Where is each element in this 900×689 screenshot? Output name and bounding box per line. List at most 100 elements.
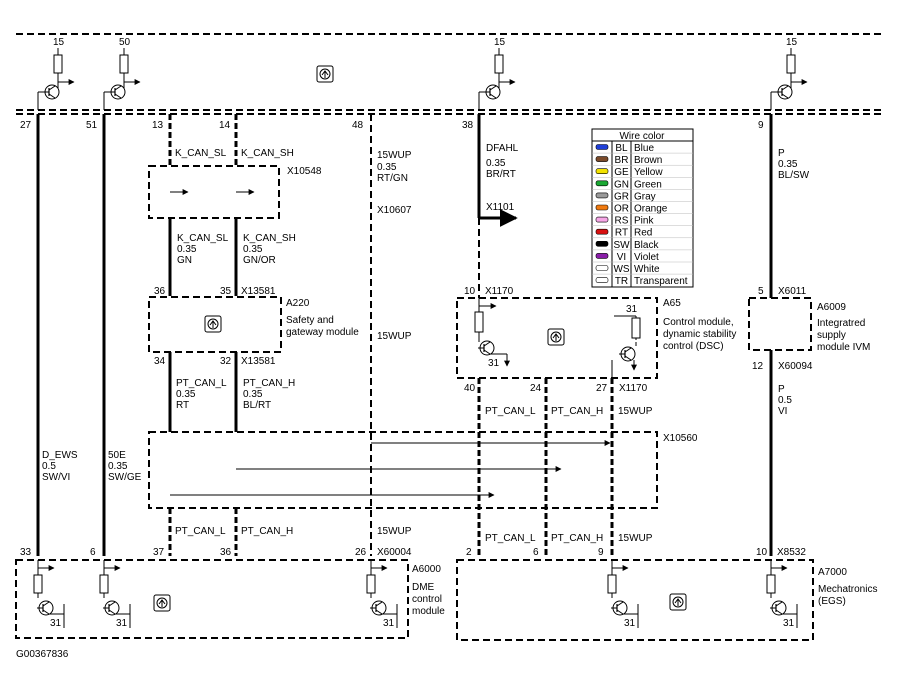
legend-name: White [634,264,660,275]
legend-swatch [595,156,609,162]
svg-text:dynamic stability: dynamic stability [663,329,736,340]
legend-swatch [595,216,609,223]
svg-text:PT_CAN_L: PT_CAN_L [485,533,536,544]
svg-text:GN/OR: GN/OR [243,255,276,266]
legend-name: Orange [634,204,668,215]
svg-text:GN: GN [177,255,192,266]
svg-text:0.35: 0.35 [778,159,798,170]
svg-text:A6009: A6009 [817,302,846,313]
svg-text:PT_CAN_H: PT_CAN_H [551,533,603,544]
svg-text:BR/RT: BR/RT [486,169,516,180]
svg-text:A220: A220 [286,298,310,309]
svg-text:supply: supply [817,330,846,341]
svg-text:PT_CAN_H: PT_CAN_H [243,378,295,389]
legend-name: Blue [634,143,654,154]
wire-dfahl [477,114,518,298]
svg-text:(EGS): (EGS) [818,596,846,607]
svg-text:31: 31 [488,358,500,369]
svg-text:15WUP: 15WUP [618,533,653,544]
bottom-pins: 33 6 37 36 26 X60004 2 6 9 10 X8532 [20,547,806,558]
svg-text:0.35: 0.35 [243,244,263,255]
svg-text:36: 36 [154,286,166,297]
svg-text:RT: RT [176,400,189,411]
svg-text:X13581: X13581 [241,356,276,367]
svg-text:X1170: X1170 [619,383,648,394]
svg-text:10: 10 [756,547,768,558]
control-unit-icon [316,65,334,83]
legend-name: Pink [634,216,654,227]
lower-bus-labels: PT_CAN_L PT_CAN_H 15WUP PT_CAN_L PT_CAN_… [175,526,653,544]
svg-text:24: 24 [530,383,542,394]
svg-text:RT/GN: RT/GN [377,173,408,184]
svg-text:35: 35 [220,286,232,297]
svg-text:27: 27 [596,383,608,394]
legend-code: TR [615,276,628,287]
svg-text:50E: 50E [108,450,126,461]
svg-text:0.5: 0.5 [42,461,56,472]
svg-text:32: 32 [220,356,232,367]
legend-swatch [595,168,609,174]
legend-name: Yellow [634,167,663,178]
svg-text:34: 34 [154,356,166,367]
svg-text:X60004: X60004 [377,547,412,558]
svg-text:A65: A65 [663,298,681,309]
legend-code: GR [614,191,629,202]
svg-text:15WUP: 15WUP [618,406,653,417]
legend-swatch [595,180,609,187]
svg-text:31: 31 [624,618,636,629]
connector-x10607: X10607 [377,205,412,216]
svg-text:Mechatronics: Mechatronics [818,584,877,595]
svg-text:gateway module: gateway module [286,327,359,338]
svg-text:14: 14 [219,120,231,131]
legend-name: Black [634,240,659,251]
svg-text:38: 38 [462,120,474,131]
top-pins: 27 51 13 14 48 38 9 [20,120,764,131]
supply-block-15-a: 15 [37,37,75,110]
svg-text:A7000: A7000 [818,567,847,578]
svg-text:K_CAN_SH: K_CAN_SH [241,148,294,159]
svg-text:X8532: X8532 [777,547,806,558]
svg-text:X10548: X10548 [287,166,322,177]
svg-text:X13581: X13581 [241,286,276,297]
legend-code: BL [615,143,628,154]
connector-x10560: X10560 [148,431,698,509]
svg-text:VI: VI [778,406,787,417]
svg-text:10: 10 [464,286,476,297]
svg-text:33: 33 [20,547,32,558]
legend-name: Gray [634,191,656,202]
top-rail [16,33,884,115]
supply-block-15-b: 15 [478,37,516,110]
svg-text:K_CAN_SH: K_CAN_SH [243,233,296,244]
supply-block-50: 50 [103,37,141,110]
legend-swatch [595,228,609,235]
wire-dsc-bus [477,378,614,556]
legend-code: GN [614,179,629,190]
legend-name: Brown [634,155,662,166]
top-wire-labels: K_CAN_SL K_CAN_SH 15WUP 0.35 RT/GN DFAHL… [175,143,810,184]
svg-text:51: 51 [86,120,98,131]
svg-text:X1170: X1170 [485,286,514,297]
svg-text:0.35: 0.35 [176,389,196,400]
connector-x1101: X1101 [486,202,515,213]
svg-text:SW/GE: SW/GE [108,472,142,483]
svg-text:0.35: 0.35 [486,158,506,169]
svg-text:37: 37 [153,547,165,558]
legend-swatch [595,253,609,259]
svg-text:31: 31 [626,304,638,315]
legend-code: OR [614,204,629,215]
svg-text:0.35: 0.35 [377,162,397,173]
legend-code: RS [615,216,629,227]
svg-text:K_CAN_SL: K_CAN_SL [175,148,227,159]
legend-swatch [595,204,609,211]
svg-text:X10560: X10560 [663,433,698,444]
svg-text:31: 31 [783,618,795,629]
svg-text:PT_CAN_H: PT_CAN_H [241,526,293,537]
module-a65: 10 X1170 31 31 A65 Control module, dynam… [456,286,736,394]
svg-text:X60094: X60094 [778,361,813,372]
svg-text:2: 2 [466,547,472,558]
svg-text:0.35: 0.35 [177,244,197,255]
module-a6000: 31 31 31 A6000 DME control module [15,559,445,639]
svg-text:DFAHL: DFAHL [486,143,519,154]
fuse-label: 15 [494,37,506,48]
